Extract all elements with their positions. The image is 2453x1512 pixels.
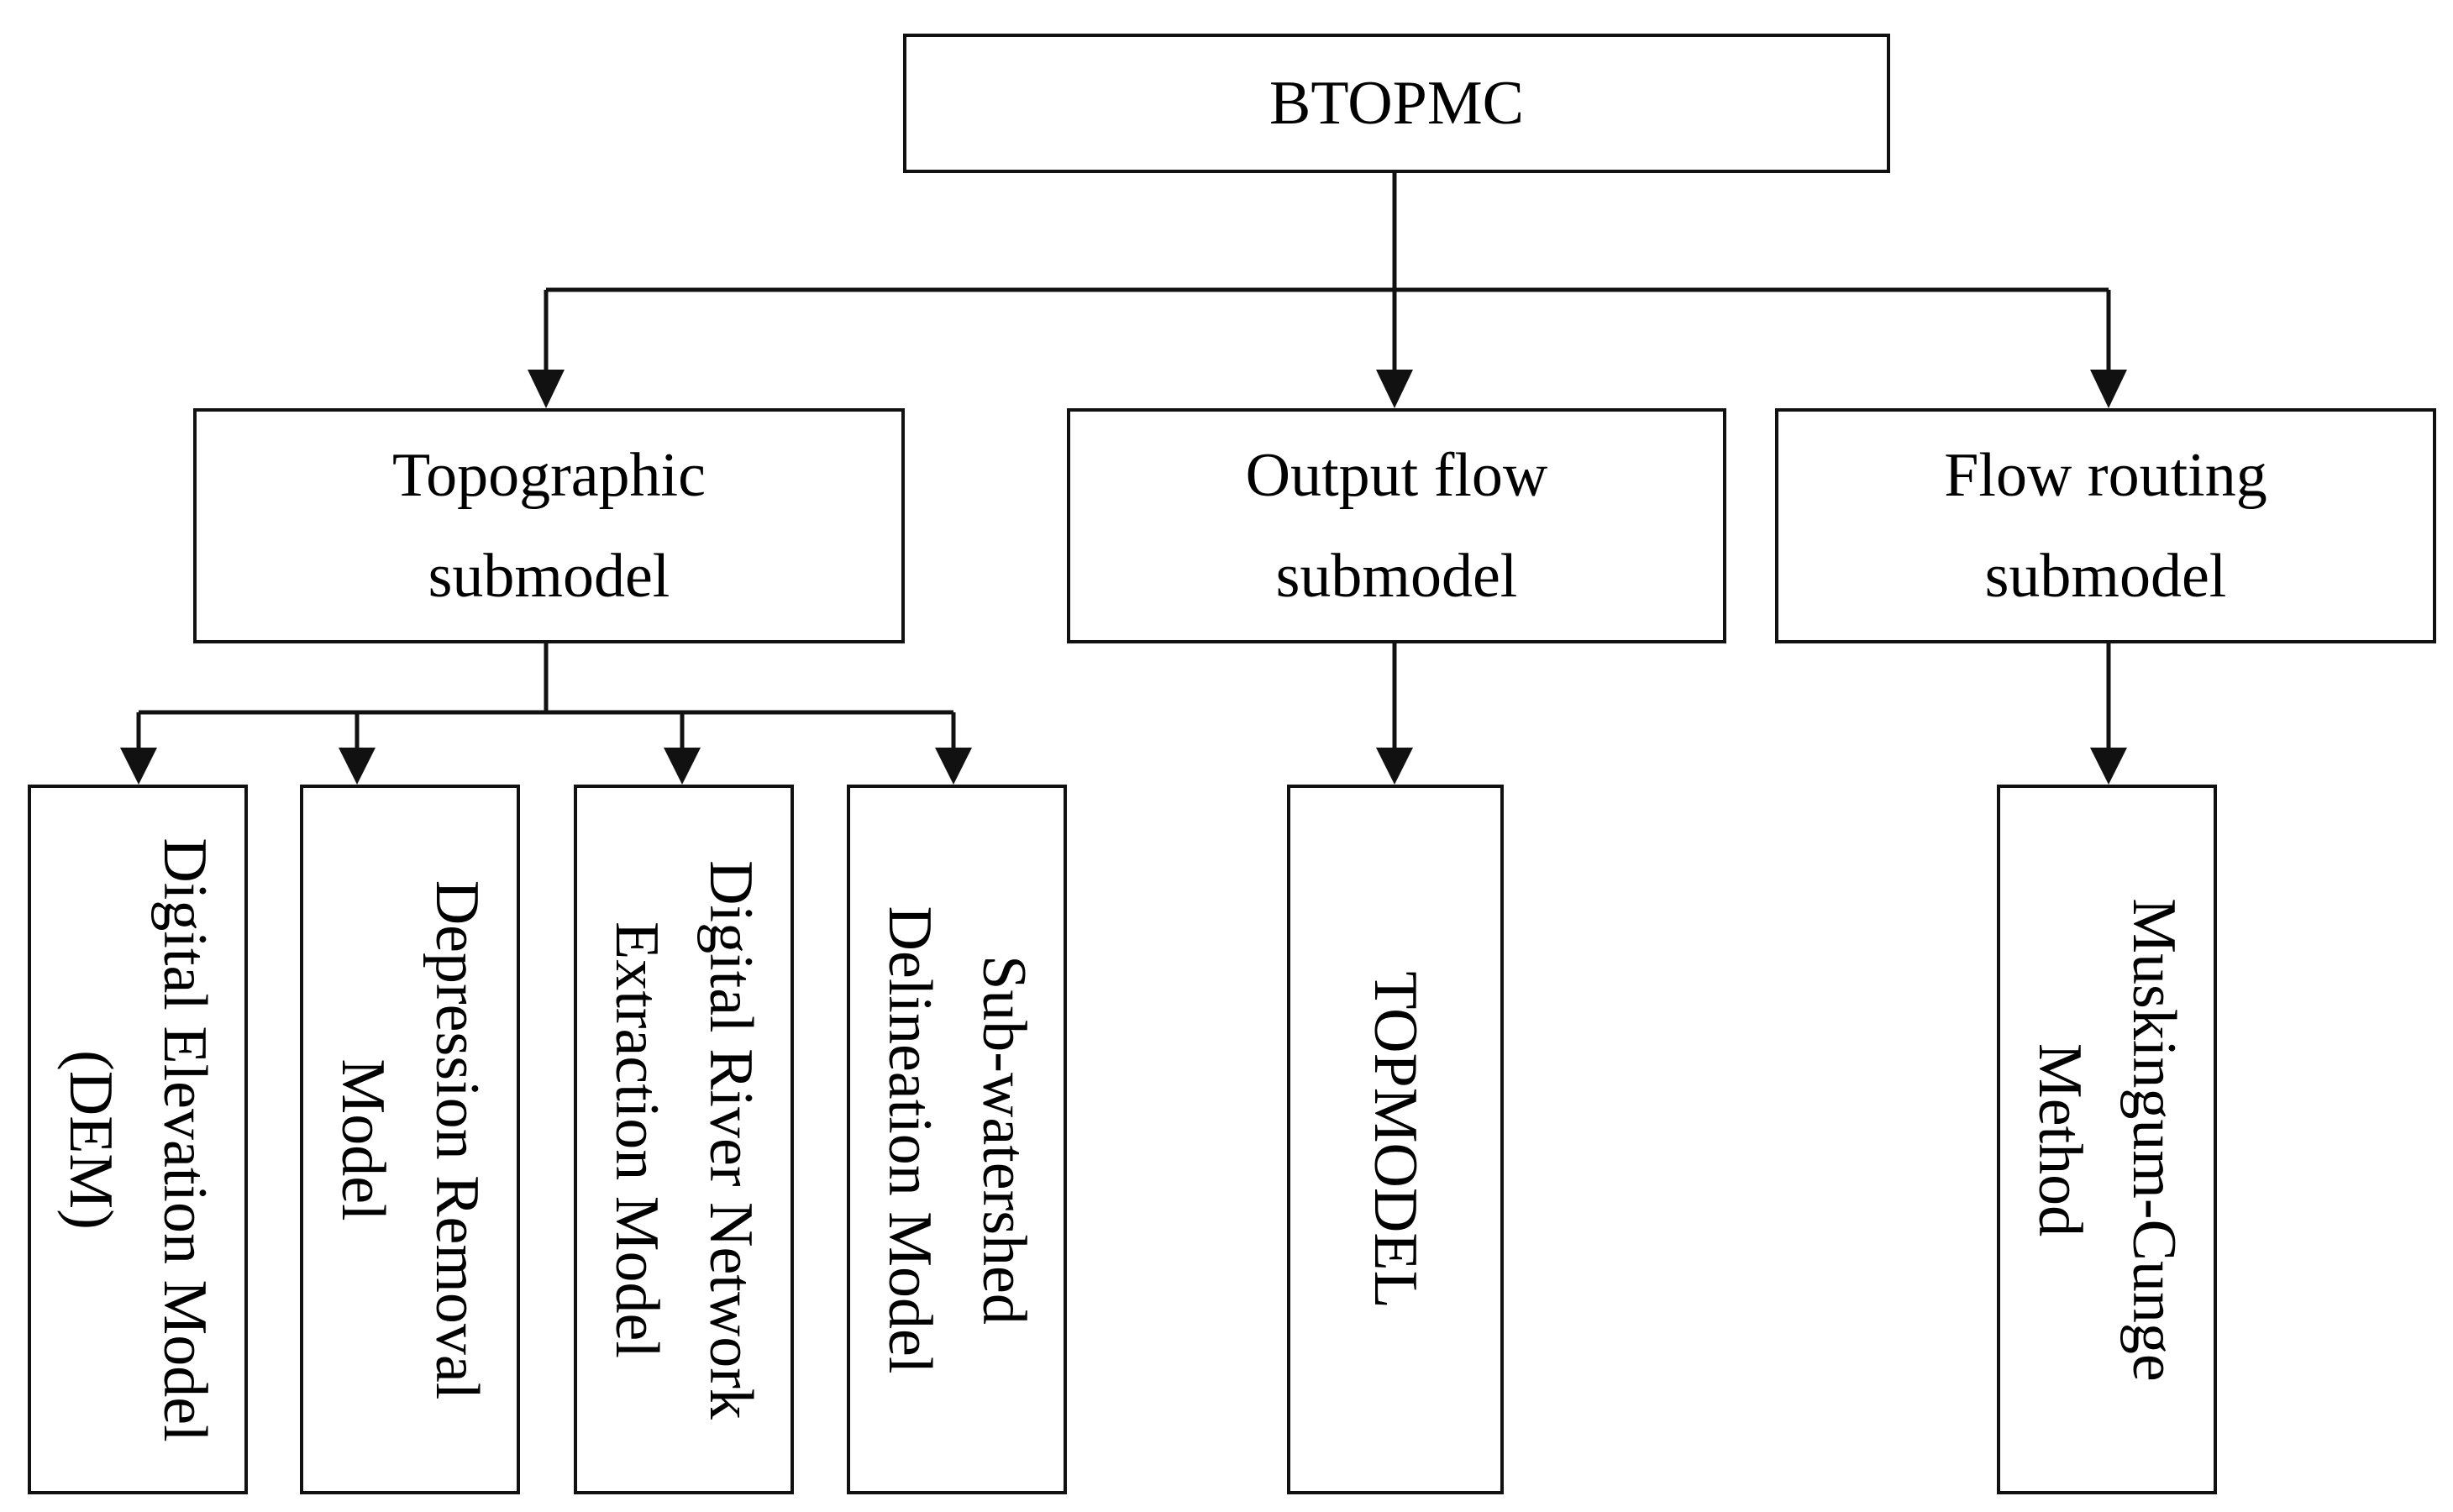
arrow-to-output-flow bbox=[1376, 370, 1413, 408]
output-flow-label-line1: Output flow bbox=[1245, 441, 1548, 510]
topographic-label-line1: Topographic bbox=[392, 441, 706, 510]
arrow-to-river-network bbox=[664, 748, 701, 785]
depression-removal-label: Depression Removal Model bbox=[316, 879, 504, 1399]
arrow-to-dem bbox=[120, 748, 157, 785]
output-flow-label-line2: submodel bbox=[1275, 542, 1518, 611]
depression-label-line1: Depression Removal bbox=[423, 879, 491, 1399]
river-network-label-line1: Digital River Network bbox=[696, 859, 765, 1420]
root-label: BTOPMC bbox=[1269, 69, 1524, 138]
depression-label-line2: Model bbox=[328, 1058, 397, 1221]
river-network-label: Digital River Network Extraction Model bbox=[590, 860, 778, 1420]
arrows-level2 bbox=[120, 643, 2127, 785]
topmodel-label-line1: TOPMODEL bbox=[1361, 970, 1430, 1309]
river-network-node: Digital River Network Extraction Model bbox=[574, 785, 794, 1494]
flow-routing-label-line2: submodel bbox=[1984, 542, 2227, 611]
arrow-to-depression bbox=[339, 748, 376, 785]
subwatershed-label: Sub-watershed Delineation Model bbox=[863, 906, 1051, 1373]
arrow-to-flow-routing bbox=[2090, 370, 2127, 408]
topmodel-node: TOPMODEL bbox=[1287, 785, 1504, 1494]
dem-label-line1: Digital Elevation Model bbox=[150, 837, 219, 1442]
dem-node: Digital Elevation Model (DEM) bbox=[28, 785, 248, 1494]
subwatershed-label-line1: Sub-watershed bbox=[969, 954, 1038, 1325]
topographic-label-line2: submodel bbox=[428, 542, 670, 611]
topographic-submodel-node: Topographic submodel bbox=[193, 408, 905, 643]
arrow-to-topmodel bbox=[1376, 748, 1413, 785]
topmodel-label: TOPMODEL bbox=[1348, 971, 1442, 1309]
depression-removal-node: Depression Removal Model bbox=[300, 785, 520, 1494]
muskingum-label-line1: Muskingum-Cunge bbox=[2119, 897, 2188, 1382]
dem-label-line2: (DEM) bbox=[56, 1049, 125, 1230]
arrows-level1 bbox=[528, 290, 2127, 408]
subwatershed-node: Sub-watershed Delineation Model bbox=[847, 785, 1067, 1494]
output-flow-submodel-node: Output flow submodel bbox=[1067, 408, 1726, 643]
river-network-label-line2: Extraction Model bbox=[602, 921, 671, 1358]
arrow-to-muskingum bbox=[2090, 748, 2127, 785]
flow-routing-label-line1: Flow routing bbox=[1944, 441, 2267, 510]
root-node: BTOPMC bbox=[903, 34, 1890, 173]
dem-label: Digital Elevation Model (DEM) bbox=[44, 837, 232, 1441]
arrow-to-topographic bbox=[528, 370, 565, 408]
muskingum-label: Muskingum-Cunge Method bbox=[2013, 898, 2201, 1382]
arrow-to-subwatershed bbox=[935, 748, 972, 785]
subwatershed-label-line2: Delineation Model bbox=[875, 906, 944, 1373]
muskingum-label-line2: Method bbox=[2025, 1042, 2094, 1236]
flow-routing-submodel-node: Flow routing submodel bbox=[1775, 408, 2436, 643]
muskingum-node: Muskingum-Cunge Method bbox=[1997, 785, 2217, 1494]
